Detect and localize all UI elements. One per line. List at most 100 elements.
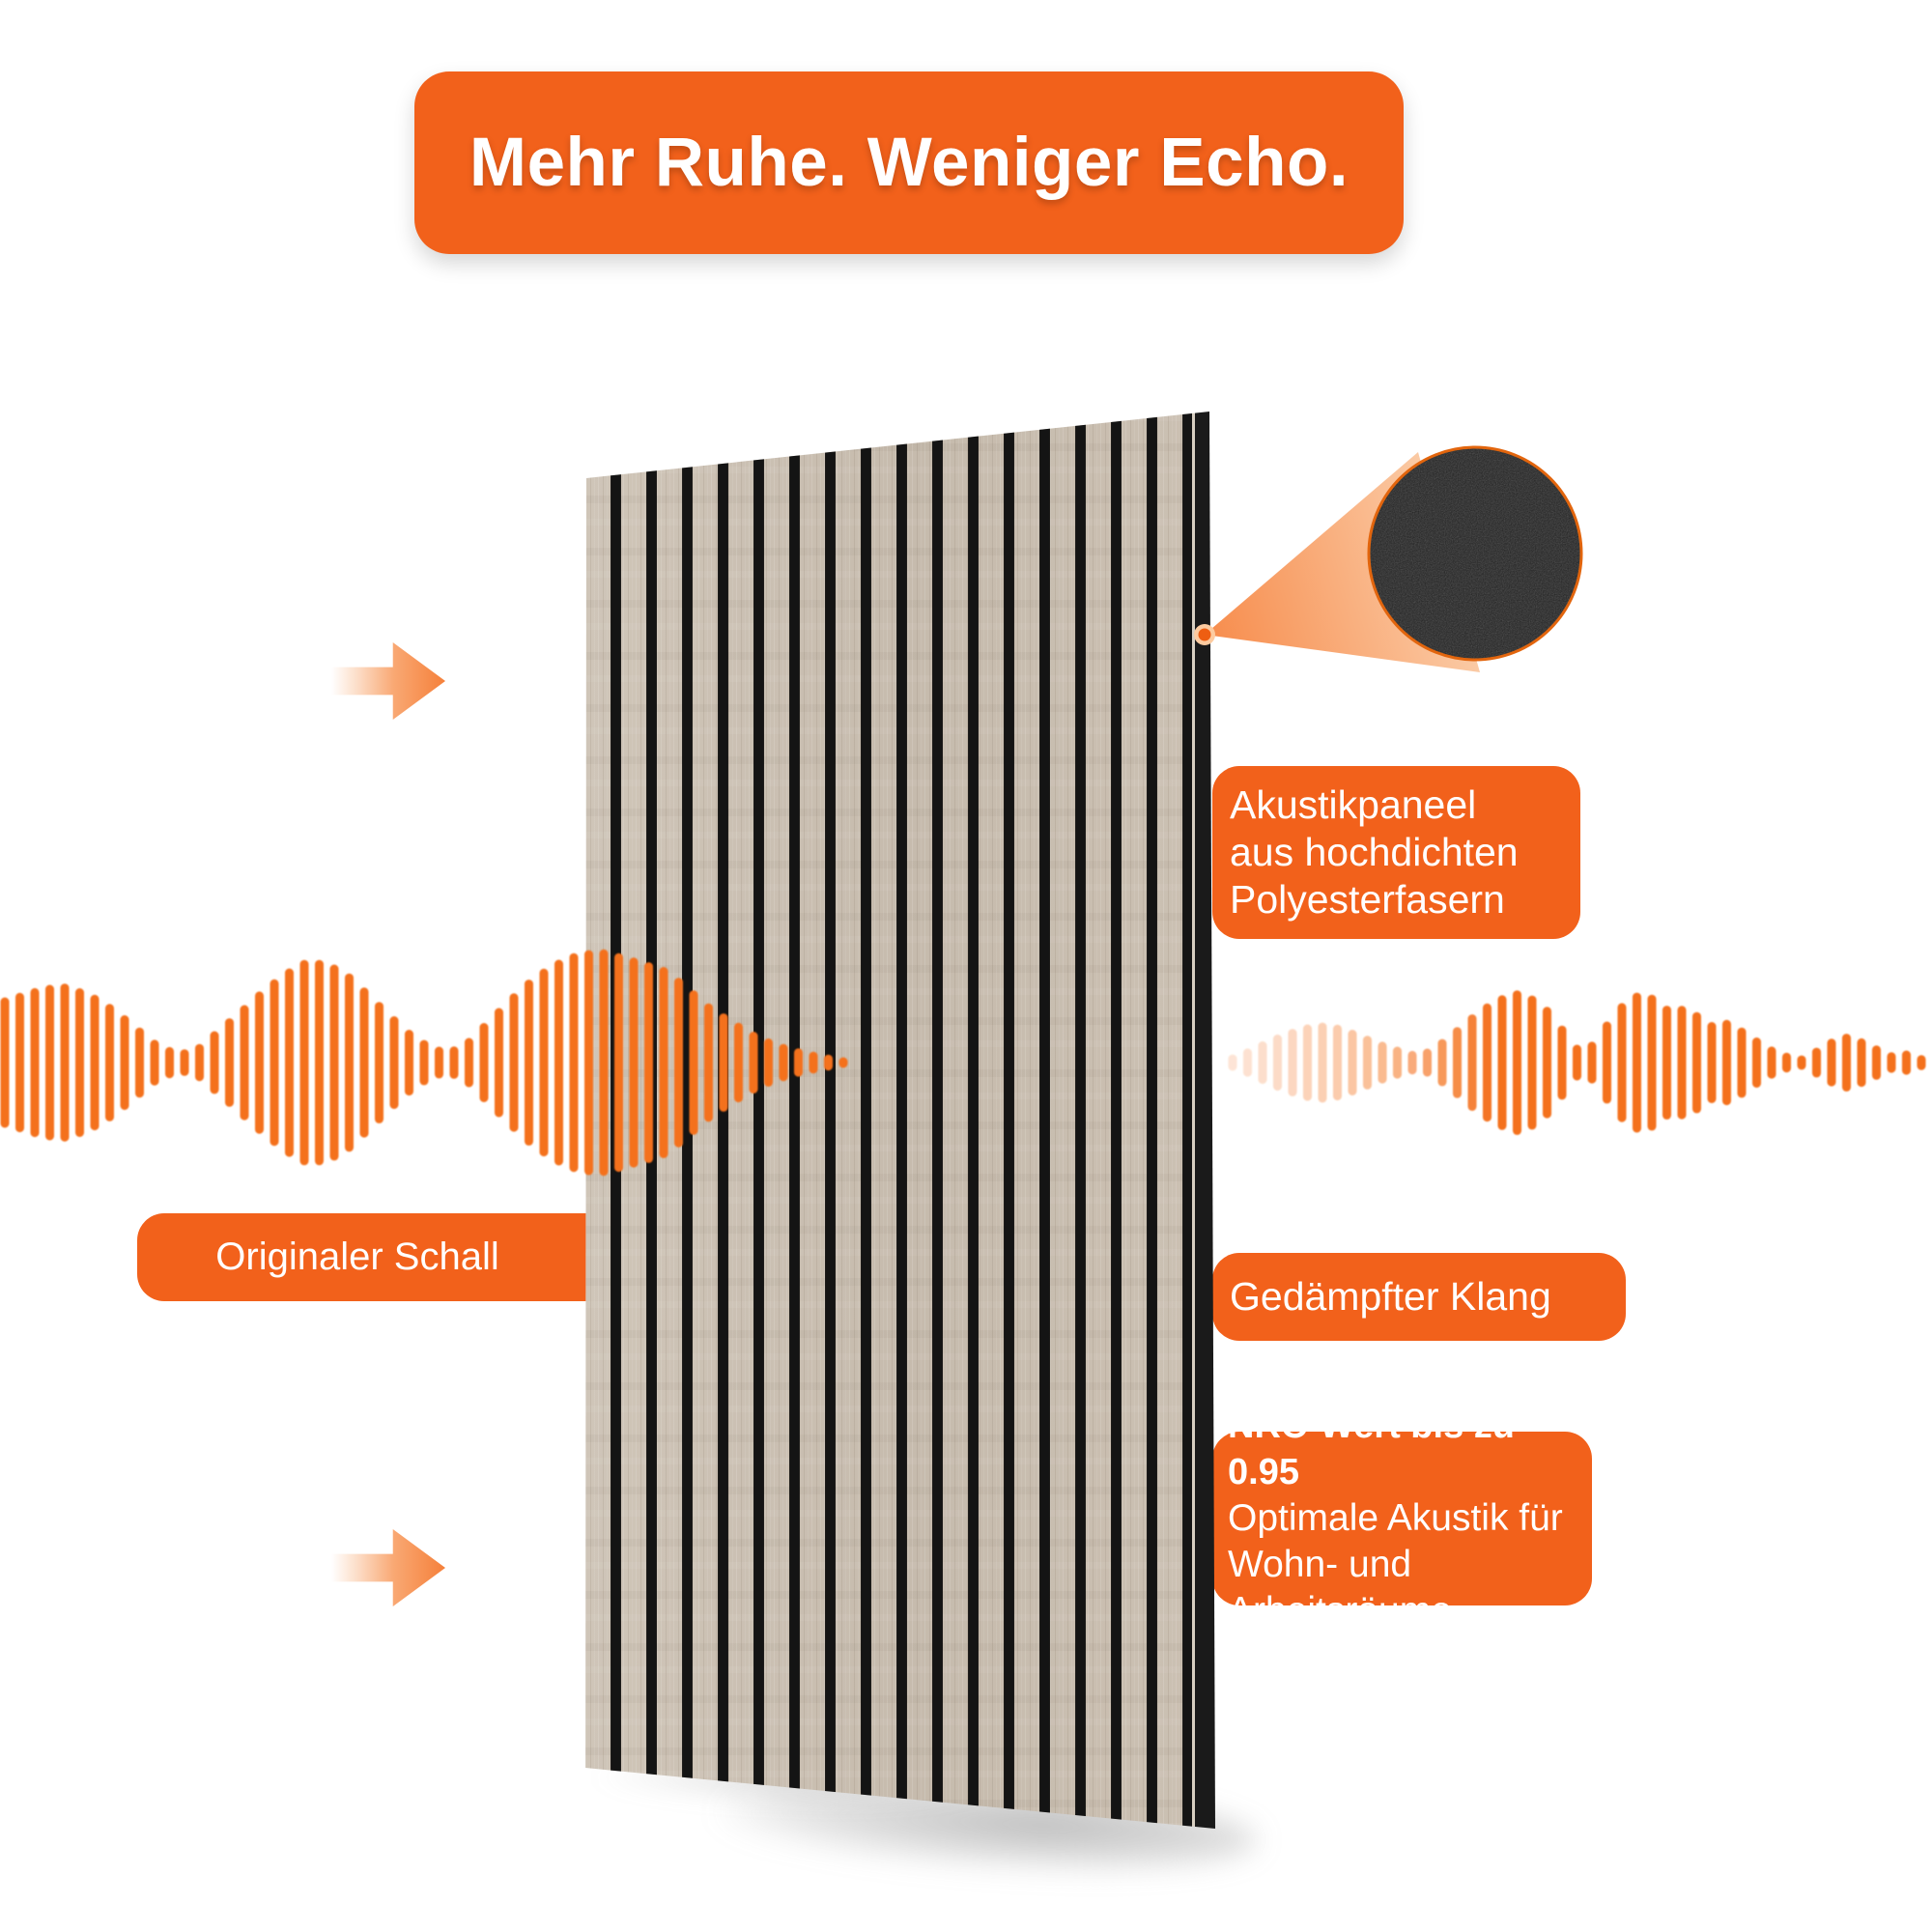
waveform-bar <box>509 993 519 1132</box>
waveform-bar <box>1812 1047 1821 1078</box>
waveform-bar <box>1752 1037 1761 1088</box>
waveform-bar <box>1378 1041 1387 1084</box>
waveform-bar <box>419 1039 429 1086</box>
waveform-bar <box>1722 1019 1731 1106</box>
waveform-bar <box>1437 1038 1447 1087</box>
waveform-bar <box>165 1046 174 1079</box>
acoustic-slat-panel <box>585 412 1215 1829</box>
waveform-bar <box>554 959 563 1166</box>
waveform-bar <box>105 1004 114 1122</box>
waveform-bar <box>1827 1038 1836 1087</box>
waveform-bar <box>1782 1052 1791 1073</box>
waveform-bar <box>569 952 579 1173</box>
waveform-bar <box>1857 1037 1866 1088</box>
original-sound-text: Originaler Schall <box>215 1236 499 1278</box>
waveform-bar <box>150 1039 159 1086</box>
waveform-bar <box>495 1008 503 1118</box>
waveform-bar <box>315 959 324 1166</box>
waveform-bar <box>375 1002 384 1123</box>
waveform-bar <box>1557 1025 1567 1100</box>
panel-material-label: Akustikpaneel aus hochdichten Polyesterf… <box>1212 766 1580 939</box>
waveform-bar <box>30 987 40 1138</box>
waveform-bar <box>1453 1027 1462 1098</box>
waveform-bar <box>90 994 99 1131</box>
nrc-value-label: NRC-Wert bis zu 0.95 Optimale Akustik fü… <box>1212 1406 1592 1632</box>
waveform-bar <box>1527 995 1537 1130</box>
waveform-bar <box>1423 1048 1432 1077</box>
waveform-bar <box>1497 995 1507 1130</box>
waveform-bar <box>1692 1011 1701 1114</box>
waveform-bar <box>359 987 369 1138</box>
original-sound-label: Originaler Schall <box>137 1213 612 1301</box>
waveform-bar <box>1662 1006 1671 1120</box>
waveform-bar <box>449 1046 459 1079</box>
headline-text: Mehr Ruhe. Weniger Echo. <box>469 125 1350 201</box>
waveform-bar <box>1543 1007 1551 1119</box>
felt-texture-circle <box>1369 447 1581 660</box>
waveform-bar <box>1902 1050 1911 1075</box>
waveform-bar <box>180 1049 189 1076</box>
waveform-bar <box>1288 1029 1297 1096</box>
waveform-bar <box>1707 1022 1717 1103</box>
waveform-bar <box>1887 1052 1896 1073</box>
panel-felt-edge <box>1192 412 1215 1829</box>
waveform-bar <box>60 983 70 1142</box>
zoom-beam <box>1205 452 1480 672</box>
waveform-bar <box>210 1031 219 1094</box>
waveform-bar <box>1363 1036 1372 1090</box>
waveform-bar <box>240 1005 249 1121</box>
waveform-bar <box>15 992 24 1133</box>
waveform-bar <box>389 1016 399 1109</box>
waveform-bar <box>1872 1045 1881 1080</box>
waveform-bar <box>1737 1027 1747 1098</box>
wood-slats <box>585 412 1192 1829</box>
waveform-bar <box>1483 1003 1492 1122</box>
waveform-bar <box>270 979 279 1147</box>
material-line-1: Akustikpaneel <box>1230 782 1477 827</box>
nrc-line-2: Wohn- und Arbeitsräume <box>1228 1544 1452 1632</box>
waveform-bar <box>1603 1021 1611 1104</box>
waveform-bar <box>1303 1024 1312 1101</box>
material-line-2: aus hochdichten <box>1230 830 1519 874</box>
headline-banner: Mehr Ruhe. Weniger Echo. <box>414 71 1404 254</box>
waveform-bar <box>1318 1022 1327 1103</box>
waveform-bar <box>465 1037 473 1088</box>
waveform-bar <box>1573 1044 1581 1081</box>
waveform-bar <box>1467 1014 1477 1111</box>
waveform-bar <box>1273 1035 1282 1091</box>
waveform-bar <box>1617 1003 1627 1122</box>
waveform-bar <box>1917 1055 1926 1070</box>
waveform-bar <box>225 1018 234 1107</box>
waveform-bar <box>45 984 54 1141</box>
damped-sound-text: Gedämpfter Klang <box>1230 1274 1551 1319</box>
waveform-bar <box>1767 1046 1776 1079</box>
flow-right-arrow-icon <box>331 1529 445 1606</box>
waveform-bar <box>435 1046 443 1079</box>
waveform-bar <box>1842 1034 1851 1092</box>
waveform-bar <box>1647 994 1657 1131</box>
waveform-bar <box>0 997 10 1128</box>
waveform-bar <box>329 964 339 1161</box>
waveform-bar <box>120 1015 129 1110</box>
nrc-line-1: Optimale Akustik für <box>1228 1497 1563 1539</box>
waveform-bar <box>1513 990 1521 1135</box>
waveform-bar <box>1633 992 1641 1133</box>
waveform-bar <box>1797 1055 1806 1070</box>
waveform-bar <box>75 988 84 1137</box>
waveform-bar <box>1333 1024 1342 1101</box>
waveform-bar <box>1407 1050 1417 1075</box>
waveform-bar <box>1393 1046 1402 1079</box>
waveform-bar <box>195 1043 204 1082</box>
waveform-bar <box>525 980 533 1146</box>
waveform-bar <box>1348 1030 1357 1095</box>
nrc-headline: NRC-Wert bis zu 0.95 <box>1228 1406 1515 1492</box>
waveform-bar <box>405 1030 413 1096</box>
waveform-bar <box>1228 1054 1237 1071</box>
waveform-bar <box>299 959 309 1166</box>
material-line-3: Polyesterfasern <box>1230 877 1505 922</box>
waveform-bar <box>285 968 294 1157</box>
waveform-bar <box>255 991 264 1134</box>
felt-circle-ring <box>1367 445 1583 662</box>
waveform-bar <box>345 973 354 1152</box>
